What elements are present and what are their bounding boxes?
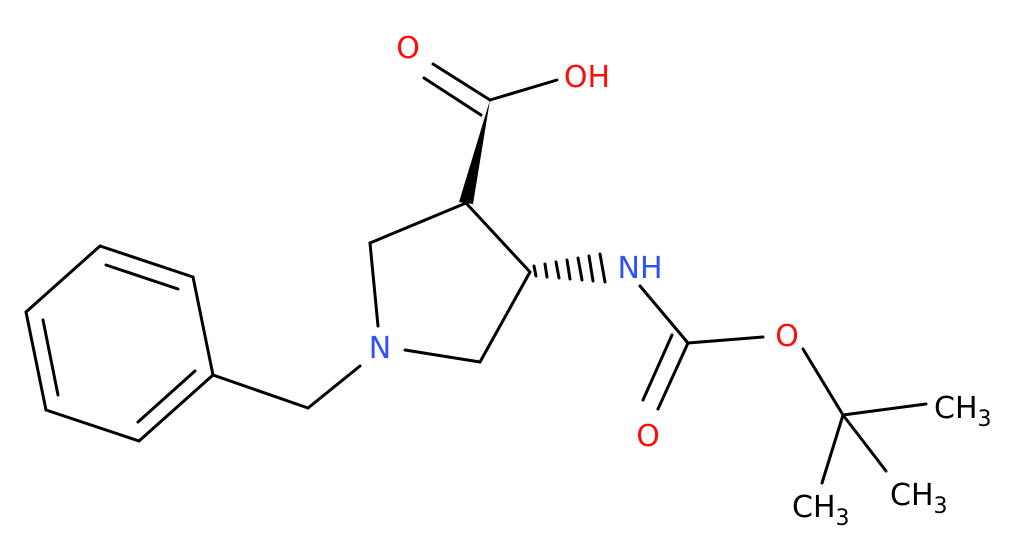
aromatic-inner-bond — [41, 318, 60, 397]
bond — [191, 275, 215, 377]
bond — [488, 78, 559, 102]
bond — [403, 348, 482, 364]
hashed-wedge-bond — [532, 252, 607, 284]
bond — [656, 341, 690, 411]
bond — [478, 270, 532, 364]
tert-butyl-group — [801, 347, 928, 485]
bond — [638, 284, 690, 345]
bond — [431, 62, 492, 102]
wedge-bond — [459, 100, 490, 204]
atom-label-o-carbonyl: O — [396, 31, 420, 66]
bond — [464, 201, 532, 274]
bond — [422, 76, 483, 117]
bond — [841, 402, 928, 417]
atom-label-methyl: CH3 — [934, 391, 992, 432]
aromatic-inner-bond — [136, 369, 197, 424]
hash — [565, 258, 572, 281]
atom-label-methyl: CH3 — [890, 478, 948, 519]
hash — [576, 256, 584, 282]
atom-label-o-carbamate: O — [636, 419, 660, 454]
hash — [554, 260, 561, 280]
bond — [641, 333, 674, 402]
bond — [801, 347, 845, 417]
bond — [686, 335, 765, 345]
carbamate-group — [638, 284, 765, 411]
atom-label-oh: OH — [564, 60, 610, 95]
bond — [368, 241, 380, 328]
bond — [44, 408, 141, 443]
hash — [598, 252, 607, 284]
carboxyl-group — [422, 62, 559, 117]
hash — [532, 264, 538, 278]
bond — [24, 244, 102, 314]
atom-label-nh: NH — [618, 251, 663, 286]
atom-label-n-ring: N — [369, 331, 391, 366]
bond — [137, 373, 215, 443]
atom-label-methyl: CH3 — [792, 490, 850, 531]
hash — [587, 254, 595, 283]
hash — [543, 262, 549, 279]
bond — [211, 373, 310, 410]
aromatic-inner-bond — [104, 263, 180, 291]
atom-label-o-ester: O — [775, 319, 799, 354]
bond — [306, 364, 362, 410]
bond — [841, 413, 888, 473]
bond — [98, 244, 195, 279]
bond — [368, 201, 468, 245]
bond — [24, 310, 48, 412]
pyrrolidine-ring — [368, 201, 532, 364]
bond — [820, 413, 845, 485]
benzene-ring — [24, 244, 215, 443]
